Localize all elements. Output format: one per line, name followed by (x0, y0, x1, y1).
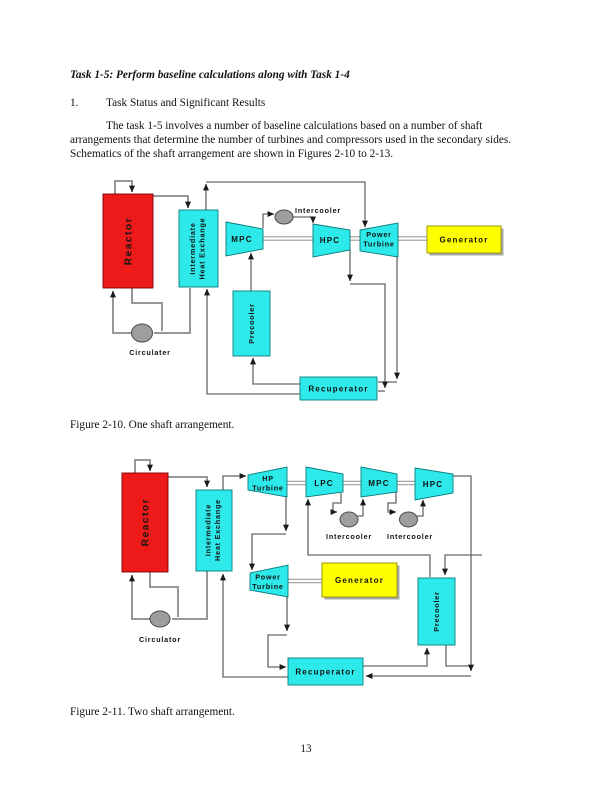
reactor-label: Reactor (124, 217, 135, 265)
intercooler-1-label: Intercooler (326, 532, 372, 541)
hpc-label: HPC (320, 236, 341, 245)
ihx-label-line1: Intermediate (204, 504, 213, 556)
body-paragraph: The task 1-5 involves a number of baseli… (70, 120, 512, 161)
figure-2-11-diagram: Reactor Intermediate Heat Exchange HP Tu… (121, 459, 482, 686)
intercooler-2-label: Intercooler (387, 532, 433, 541)
precooler-box: Precooler (232, 290, 271, 357)
secondary-loop-pipes (203, 181, 400, 395)
figure-2-10-caption: Figure 2-10. One shaft arrangement. (70, 419, 235, 431)
precooler-box: Precooler (417, 577, 456, 646)
recuperator-box: Recuperator (287, 657, 364, 686)
recuperator-box: Recuperator (299, 376, 378, 401)
power-turbine-label-line2: Turbine (252, 582, 283, 591)
generator-box: Generator (321, 562, 400, 600)
hp-turbine: HP Turbine (247, 466, 288, 498)
ihx-label-line1: Intermediate (188, 222, 197, 274)
ihx-label-line2: Heat Exchange (198, 218, 207, 280)
recuperator-label: Recuperator (308, 385, 368, 394)
circulator-pump: Circulator (139, 610, 181, 644)
section-number: 1. (70, 97, 79, 109)
generator-box: Generator (426, 225, 504, 256)
power-turbine-label-line2: Turbine (363, 240, 394, 249)
reactor-box: Reactor (121, 472, 169, 573)
circulator-label: Circulater (129, 348, 171, 357)
page-number: 13 (300, 743, 312, 755)
mpc-compressor: MPC (225, 221, 264, 257)
intercooler-pump-2: Intercooler (387, 511, 433, 541)
reactor-box: Reactor (102, 193, 154, 289)
power-turbine: Power Turbine (249, 564, 289, 598)
primary-loop-pipes (129, 459, 210, 620)
recuperator-label: Recuperator (295, 668, 355, 677)
lpc-compressor: LPC (305, 466, 344, 498)
section-heading: 1. Task Status and Significant Results (70, 97, 550, 109)
precooler-label: Precooler (247, 303, 256, 343)
hp-turbine-label-line1: HP (262, 474, 274, 483)
primary-loop-pipes (110, 180, 191, 334)
circulator-label: Circulator (139, 635, 181, 644)
lpc-label: LPC (314, 479, 334, 488)
hpc-compressor: HPC (414, 467, 454, 501)
generator-label: Generator (335, 576, 384, 585)
hpc-label: HPC (423, 480, 444, 489)
figure-2-11-caption: Figure 2-11. Two shaft arrangement. (70, 706, 235, 718)
section-heading-text: Task Status and Significant Results (106, 97, 266, 109)
generator-label: Generator (439, 236, 488, 245)
mpc-label: MPC (231, 235, 252, 244)
intermediate-heat-exchanger-box: Intermediate Heat Exchange (178, 209, 219, 288)
power-turbine: Power Turbine (359, 222, 399, 258)
ihx-label-line2: Heat Exchange (213, 499, 222, 561)
figure-2-10-diagram: Reactor Intermediate Heat Exchange MPC H… (102, 180, 504, 401)
mpc-compressor: MPC (360, 466, 398, 498)
hpc-compressor: HPC (312, 223, 351, 258)
mpc-label: MPC (368, 479, 389, 488)
hp-turbine-label-line2: Turbine (252, 484, 283, 493)
intercooler-pump-1: Intercooler (326, 511, 372, 541)
page-title: Task 1-5: Perform baseline calculations … (70, 69, 350, 81)
intermediate-heat-exchanger-box: Intermediate Heat Exchange (195, 489, 233, 572)
power-turbine-label-line1: Power (366, 230, 392, 239)
intercooler-label: Intercooler (295, 206, 341, 215)
circulator-pump: Circulater (129, 323, 171, 357)
power-turbine-label-line1: Power (255, 573, 281, 582)
precooler-label: Precooler (432, 591, 441, 631)
reactor-label: Reactor (141, 498, 152, 546)
intercooler-pump: Intercooler (274, 206, 341, 225)
shaft-line (287, 480, 421, 584)
secondary-loop-pipes (220, 473, 482, 679)
